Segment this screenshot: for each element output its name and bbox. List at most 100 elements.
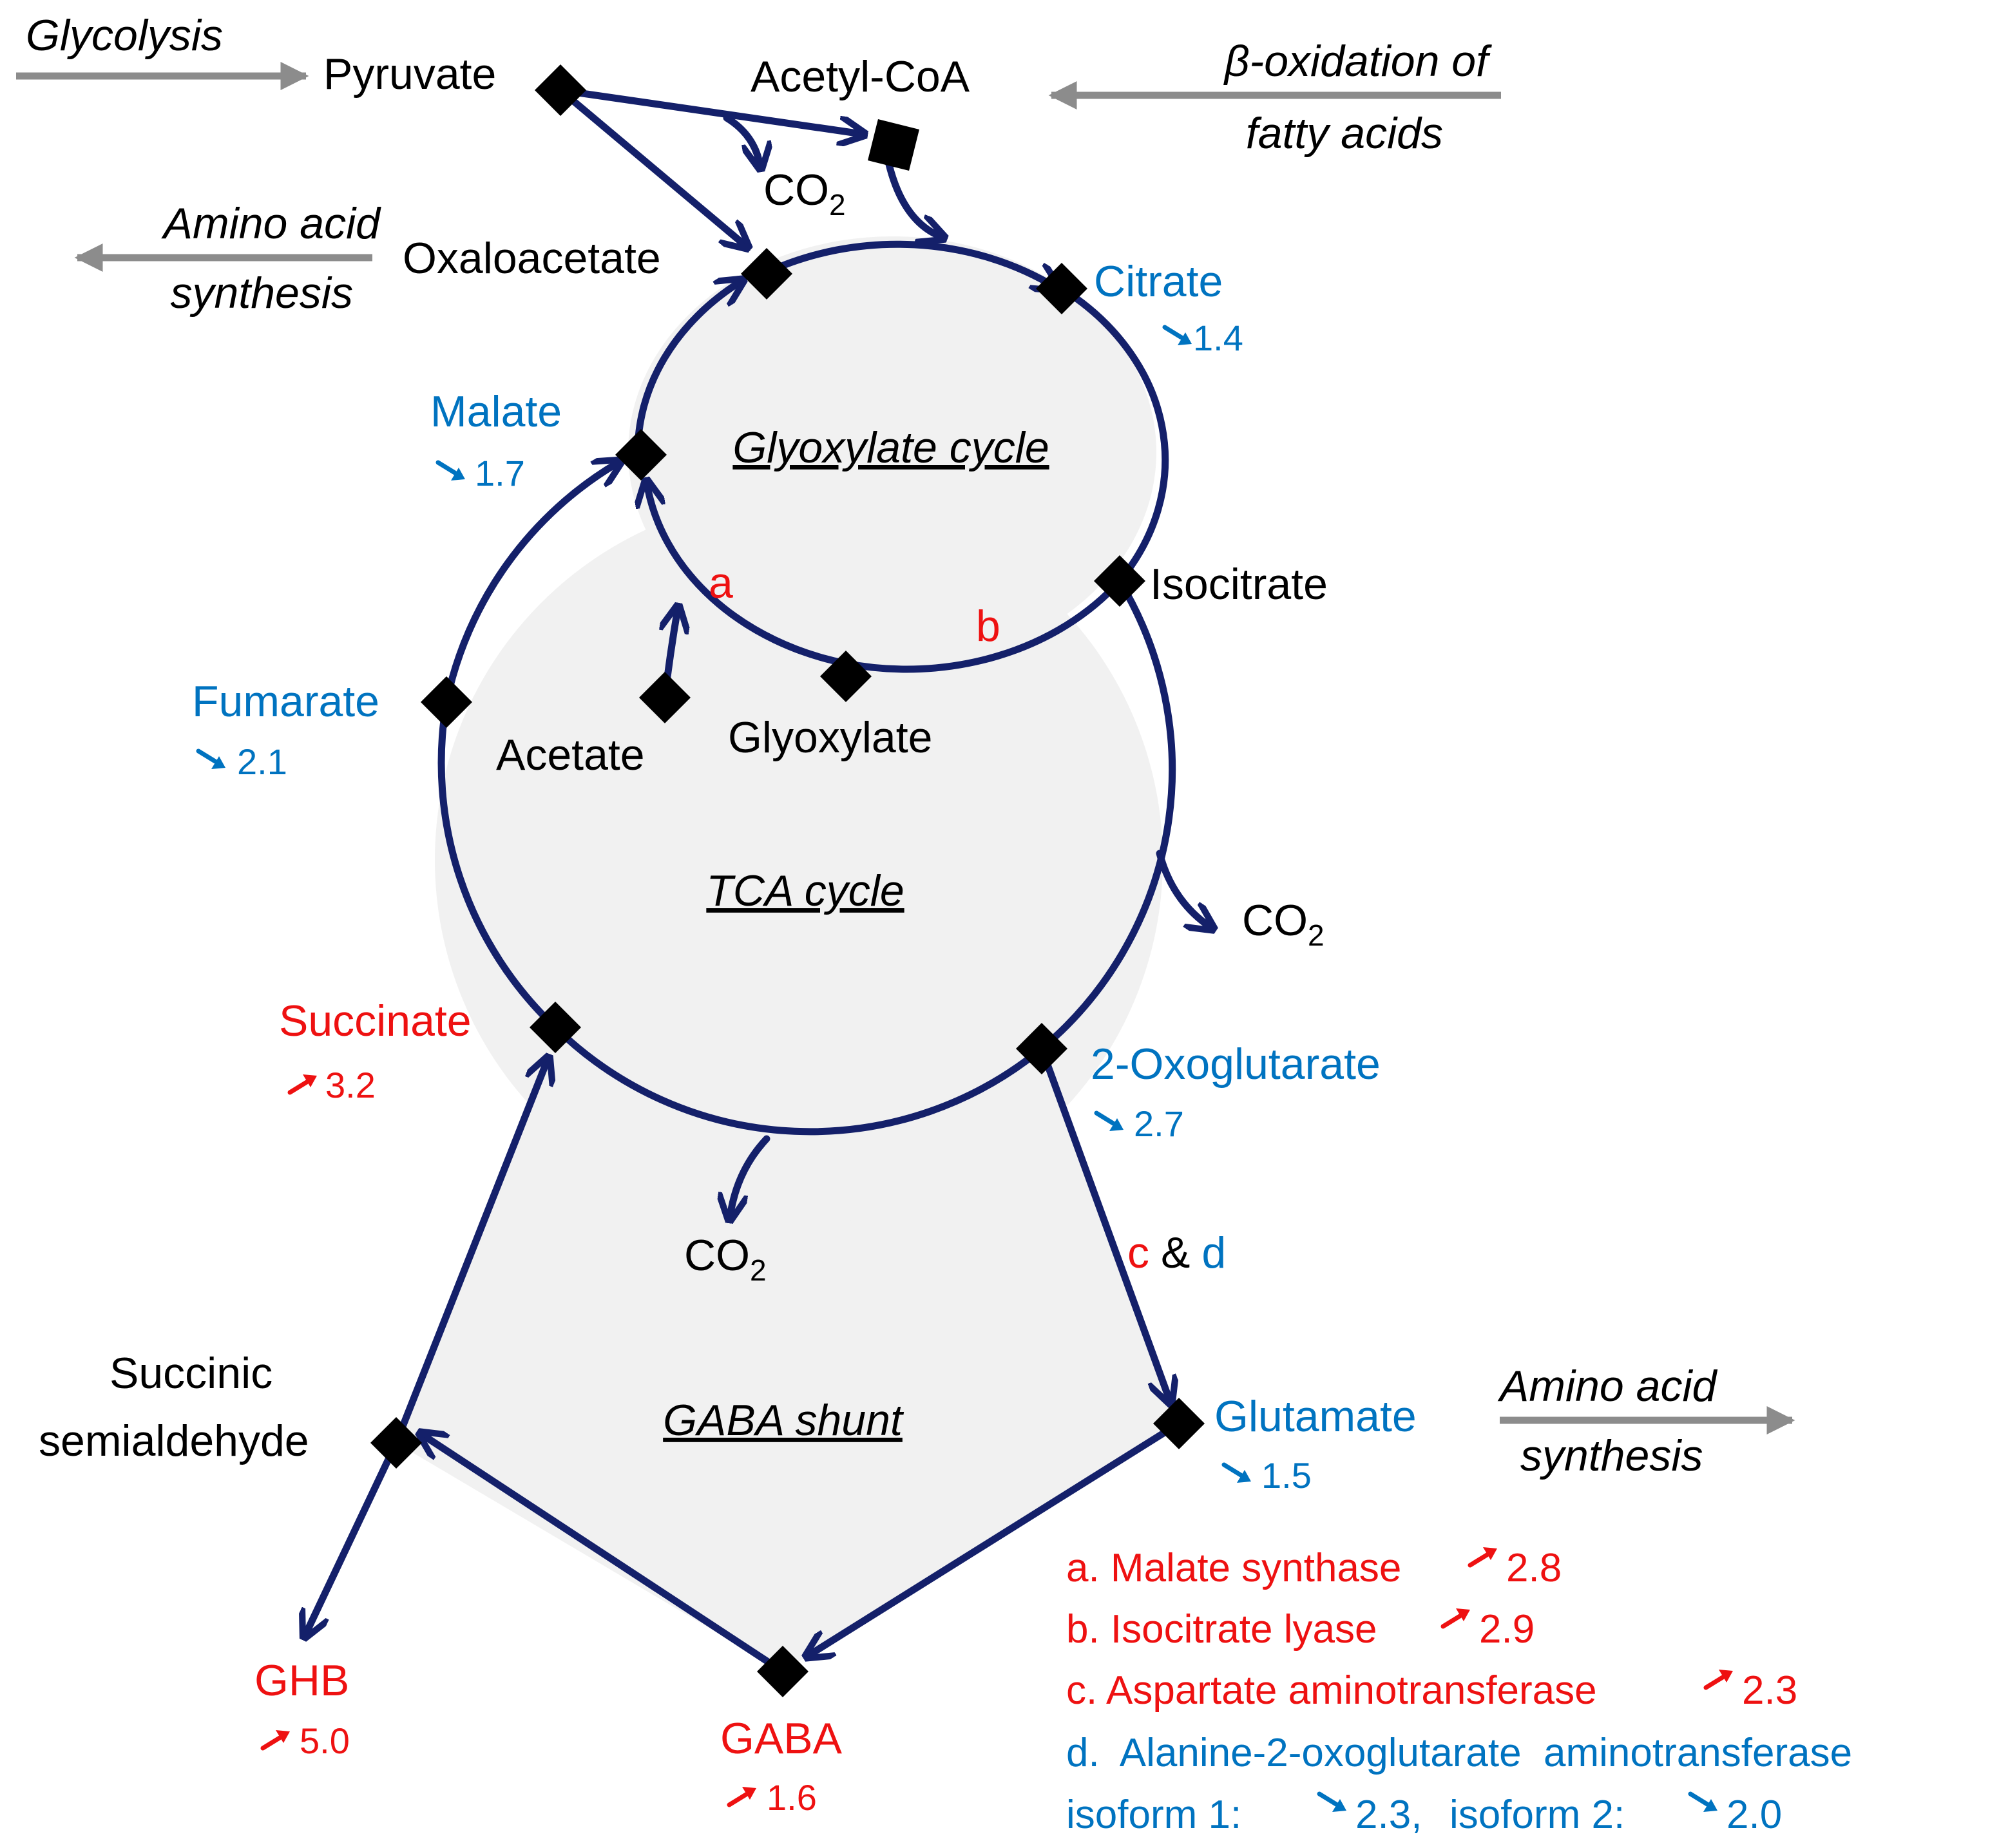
- trend-arrow-shaft: [1440, 1614, 1462, 1629]
- label-succinate: Succinate: [279, 996, 472, 1045]
- arrow-oxoglutarate-to-glutamate: [1038, 1045, 1170, 1401]
- tca-cycle-fill: [435, 496, 1163, 1224]
- cycle-titles: Glyoxylate cycle TCA cycle GABA shunt: [663, 423, 1049, 1445]
- node-pyruvate: [535, 64, 586, 116]
- malate-decrease-icon: [435, 460, 465, 481]
- title-tca-cycle: TCA cycle: [706, 866, 904, 915]
- marker-a: a: [709, 558, 733, 607]
- trend-arrow-shaft: [196, 748, 218, 764]
- trend-arrow-shaft: [1162, 325, 1184, 340]
- legend-b-increase-icon: [1440, 1608, 1470, 1629]
- trend-arrow-head: [303, 1074, 317, 1087]
- node-acetylcoa: [867, 119, 920, 171]
- arc-malate-to-oxaloacetate: [634, 281, 741, 459]
- label-co2-right: CO2: [1242, 896, 1325, 952]
- node-oxaloacetate: [741, 248, 792, 300]
- changed-metabolite-labels: Citrate 1.4 Malate 1.7 Fumarate 2.1 Succ…: [192, 257, 1417, 1818]
- label-malate-fold: 1.7: [475, 453, 525, 493]
- succinate-increase-icon: [287, 1074, 317, 1095]
- marker-c-and-d: c&d: [1127, 1228, 1226, 1277]
- arc-citrate-to-isocitrate: [1058, 285, 1169, 585]
- arc-succinate-to-fumarate: [437, 698, 559, 1031]
- trend-arrow-head: [742, 1787, 756, 1800]
- label-co2-bottom: CO2: [684, 1231, 767, 1287]
- trend-arrow-head: [1178, 332, 1192, 345]
- arc-isocitrate-to-oxoglutarate: [1038, 577, 1176, 1053]
- glyoxylate-cycle-fill: [628, 236, 1156, 668]
- trend-arrow-shaft: [1317, 1791, 1339, 1807]
- label-amino-left-2: synthesis: [171, 269, 353, 318]
- label-citrate-fold: 1.4: [1193, 318, 1243, 358]
- trend-arrow-head: [451, 468, 465, 481]
- label-ssa-2: semialdehyde: [39, 1416, 309, 1465]
- label-beta-oxidation-1: β-oxidation of: [1223, 37, 1492, 86]
- legend-c-fold: 2.3: [1742, 1668, 1797, 1713]
- node-glutamate: [1153, 1398, 1205, 1449]
- label-amino-left-1: Amino acid: [161, 199, 382, 248]
- arc-fumarate-to-malate: [443, 462, 618, 706]
- legend-a-fold: 2.8: [1506, 1546, 1562, 1590]
- node-malate: [615, 429, 667, 481]
- trend-arrow-shaft: [727, 1792, 749, 1807]
- label-isocitrate: Isocitrate: [1150, 560, 1328, 609]
- node-succinate: [530, 1002, 581, 1053]
- glutamate-decrease-icon: [1221, 1462, 1251, 1483]
- arc-isocitrate-to-glyoxylate: [842, 577, 1124, 673]
- label-succinate-fold: 3.2: [325, 1065, 376, 1105]
- trend-arrow-head: [1456, 1608, 1470, 1621]
- label-oxoglutarate: 2-Oxoglutarate: [1091, 1040, 1381, 1089]
- ghb-increase-icon: [260, 1730, 290, 1751]
- arrow-tca-co2-bottom: [730, 1135, 770, 1217]
- citrate-decrease-icon: [1162, 325, 1192, 345]
- label-fumarate: Fumarate: [192, 677, 379, 726]
- arrow-tca-co2-right: [1156, 850, 1211, 928]
- title-glyoxylate-cycle: Glyoxylate cycle: [732, 423, 1049, 472]
- label-beta-oxidation-2: fatty acids: [1246, 109, 1443, 158]
- trend-arrow-shaft: [287, 1080, 309, 1095]
- label-ghb: GHB: [254, 1656, 349, 1705]
- label-acetate: Acetate: [496, 730, 645, 779]
- label-amino-right-2: synthesis: [1520, 1431, 1703, 1480]
- trend-arrow-head: [211, 756, 225, 769]
- arrow-pyruvate-to-acetylcoa: [557, 86, 862, 134]
- label-gaba: GABA: [720, 1714, 843, 1763]
- enzyme-markers: a b c&d: [709, 558, 1226, 1277]
- node-isocitrate: [1094, 555, 1145, 607]
- gaba-increase-icon: [727, 1787, 756, 1807]
- arrow-pyruvate-co2: [723, 114, 760, 166]
- trend-arrow-head: [1483, 1547, 1497, 1560]
- label-ssa-1: Succinic: [110, 1349, 273, 1398]
- label-glutamate-fold: 1.5: [1261, 1455, 1312, 1496]
- trend-arrow-head: [1237, 1470, 1251, 1483]
- node-gaba: [757, 1646, 808, 1697]
- trend-arrow-shaft: [1221, 1462, 1243, 1478]
- title-gaba-shunt: GABA shunt: [663, 1396, 904, 1445]
- label-pyruvate: Pyruvate: [323, 50, 496, 99]
- node-glyoxylate: [820, 651, 872, 702]
- legend-c-text: c. Aspartate aminotransferase: [1066, 1668, 1597, 1713]
- label-oxoglutarate-fold: 2.7: [1134, 1103, 1184, 1144]
- label-citrate: Citrate: [1094, 257, 1223, 306]
- gaba-shunt-fill: [396, 1027, 1179, 1672]
- trend-arrow-head: [1719, 1670, 1733, 1682]
- label-oxaloacetate: Oxaloacetate: [403, 234, 661, 283]
- legend-d-iso2-label: isoform 2:: [1449, 1793, 1625, 1837]
- marker-b: b: [976, 602, 1000, 651]
- trend-arrow-head: [276, 1730, 290, 1743]
- label-malate: Malate: [430, 387, 562, 436]
- trend-arrow-shaft: [1094, 1110, 1116, 1126]
- node-acetate: [639, 672, 691, 723]
- legend-d-iso2-decrease-icon: [1688, 1791, 1717, 1812]
- trend-arrow-shaft: [1468, 1552, 1489, 1568]
- legend-d-iso1-label: isoform 1:: [1066, 1793, 1241, 1837]
- trend-arrow-shaft: [1703, 1675, 1725, 1690]
- fumarate-decrease-icon: [196, 748, 225, 769]
- label-ghb-fold: 5.0: [300, 1720, 350, 1761]
- label-acetylcoa: Acetyl-CoA: [751, 52, 970, 101]
- label-glutamate: Glutamate: [1214, 1392, 1417, 1441]
- arrow-ssa-to-ghb: [305, 1439, 400, 1635]
- external-labels: Glycolysis β-oxidation of fatty acids Am…: [26, 11, 1718, 1480]
- legend-d-iso1-fold: 2.3,: [1355, 1793, 1422, 1837]
- label-glycolysis: Glycolysis: [26, 11, 223, 60]
